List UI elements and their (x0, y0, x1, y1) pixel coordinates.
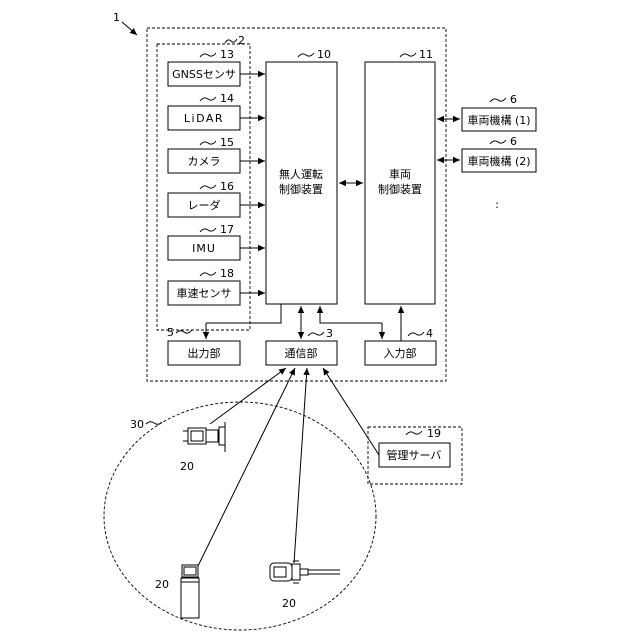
vehicle-equipment-2-ref: 6 (510, 135, 517, 148)
radar-leader (200, 185, 216, 189)
gnss-ref: 13 (220, 48, 234, 61)
vehicle-controller-ref: 11 (419, 48, 433, 61)
comm-unit-leader (308, 332, 324, 336)
input-unit-label: 入力部 (384, 346, 417, 360)
machine-c-icon (270, 561, 340, 583)
work-area-boundary (104, 402, 376, 630)
mgmt-server-label: 管理サーバ (387, 448, 442, 462)
machine-b-ref: 20 (155, 578, 169, 591)
input-unit-ref: 4 (426, 327, 433, 340)
speed-sensor-label: 車速センサ (177, 286, 232, 300)
vehicle-controller-label-1: 車両 (389, 167, 411, 181)
machine-b-icon (181, 565, 199, 618)
controller-to-output-connector (206, 304, 281, 323)
lidar-ref: 14 (220, 92, 234, 105)
sensor-group-ref: 2 (238, 34, 245, 47)
machine-c-ref: 20 (282, 597, 296, 610)
imu-ref: 17 (220, 223, 234, 236)
camera-ref: 15 (220, 136, 234, 149)
system-ref: 1 (113, 11, 120, 24)
link-machine-a (210, 368, 286, 424)
vehicle-equipment-1-ref: 6 (510, 93, 517, 106)
camera-sensor-label: カメラ (188, 155, 221, 168)
comm-unit-label: 通信部 (285, 346, 318, 360)
more-equipment-ellipsis: : (495, 198, 499, 211)
comm-unit-ref: 3 (326, 327, 333, 340)
vehicle-equipment-2-leader (490, 140, 506, 144)
vehicle-equipment-1-leader (490, 98, 506, 102)
autonomous-controller-label-1: 無人運転 (279, 167, 323, 181)
machine-a-ref: 20 (180, 460, 194, 473)
gnss-sensor-label: GNSSセンサ (172, 68, 236, 81)
input-unit-leader (408, 332, 424, 336)
vehicle-controller-label-2: 制御装置 (378, 182, 422, 196)
vehicle-equipment-1-label: 車両機構 (1) (467, 113, 530, 127)
speed-sensor-leader (200, 272, 216, 276)
work-area-ref: 30 (130, 418, 144, 431)
mgmt-server-leader (406, 431, 422, 435)
speed-sensor-ref: 18 (220, 267, 234, 280)
work-area-leader (146, 422, 162, 425)
system-ref-arrow (122, 22, 137, 35)
autonomous-controller-ref: 10 (317, 48, 331, 61)
imu-sensor-label: IMU (192, 242, 216, 255)
lidar-sensor-label: LiDAR (184, 112, 224, 125)
sensor-group-leader (225, 39, 237, 43)
machine-a-icon (183, 422, 225, 452)
autonomous-controller-leader (298, 53, 314, 57)
input-to-controller-connector (320, 306, 382, 323)
link-machine-c (294, 368, 307, 563)
mgmt-server-ref: 19 (427, 427, 441, 440)
camera-leader (200, 141, 216, 145)
gnss-leader (200, 53, 216, 57)
autonomous-controller-label-2: 制御装置 (279, 182, 323, 196)
lidar-leader (200, 97, 216, 101)
vehicle-controller-leader (400, 53, 416, 57)
vehicle-equipment-2-label: 車両機構 (2) (467, 154, 530, 168)
output-unit-label: 出力部 (188, 346, 221, 360)
output-unit-ref: 5 (167, 326, 174, 339)
radar-ref: 16 (220, 180, 234, 193)
output-unit-leader (176, 330, 192, 333)
imu-leader (200, 228, 216, 232)
radar-sensor-label: レーダ (188, 198, 221, 212)
